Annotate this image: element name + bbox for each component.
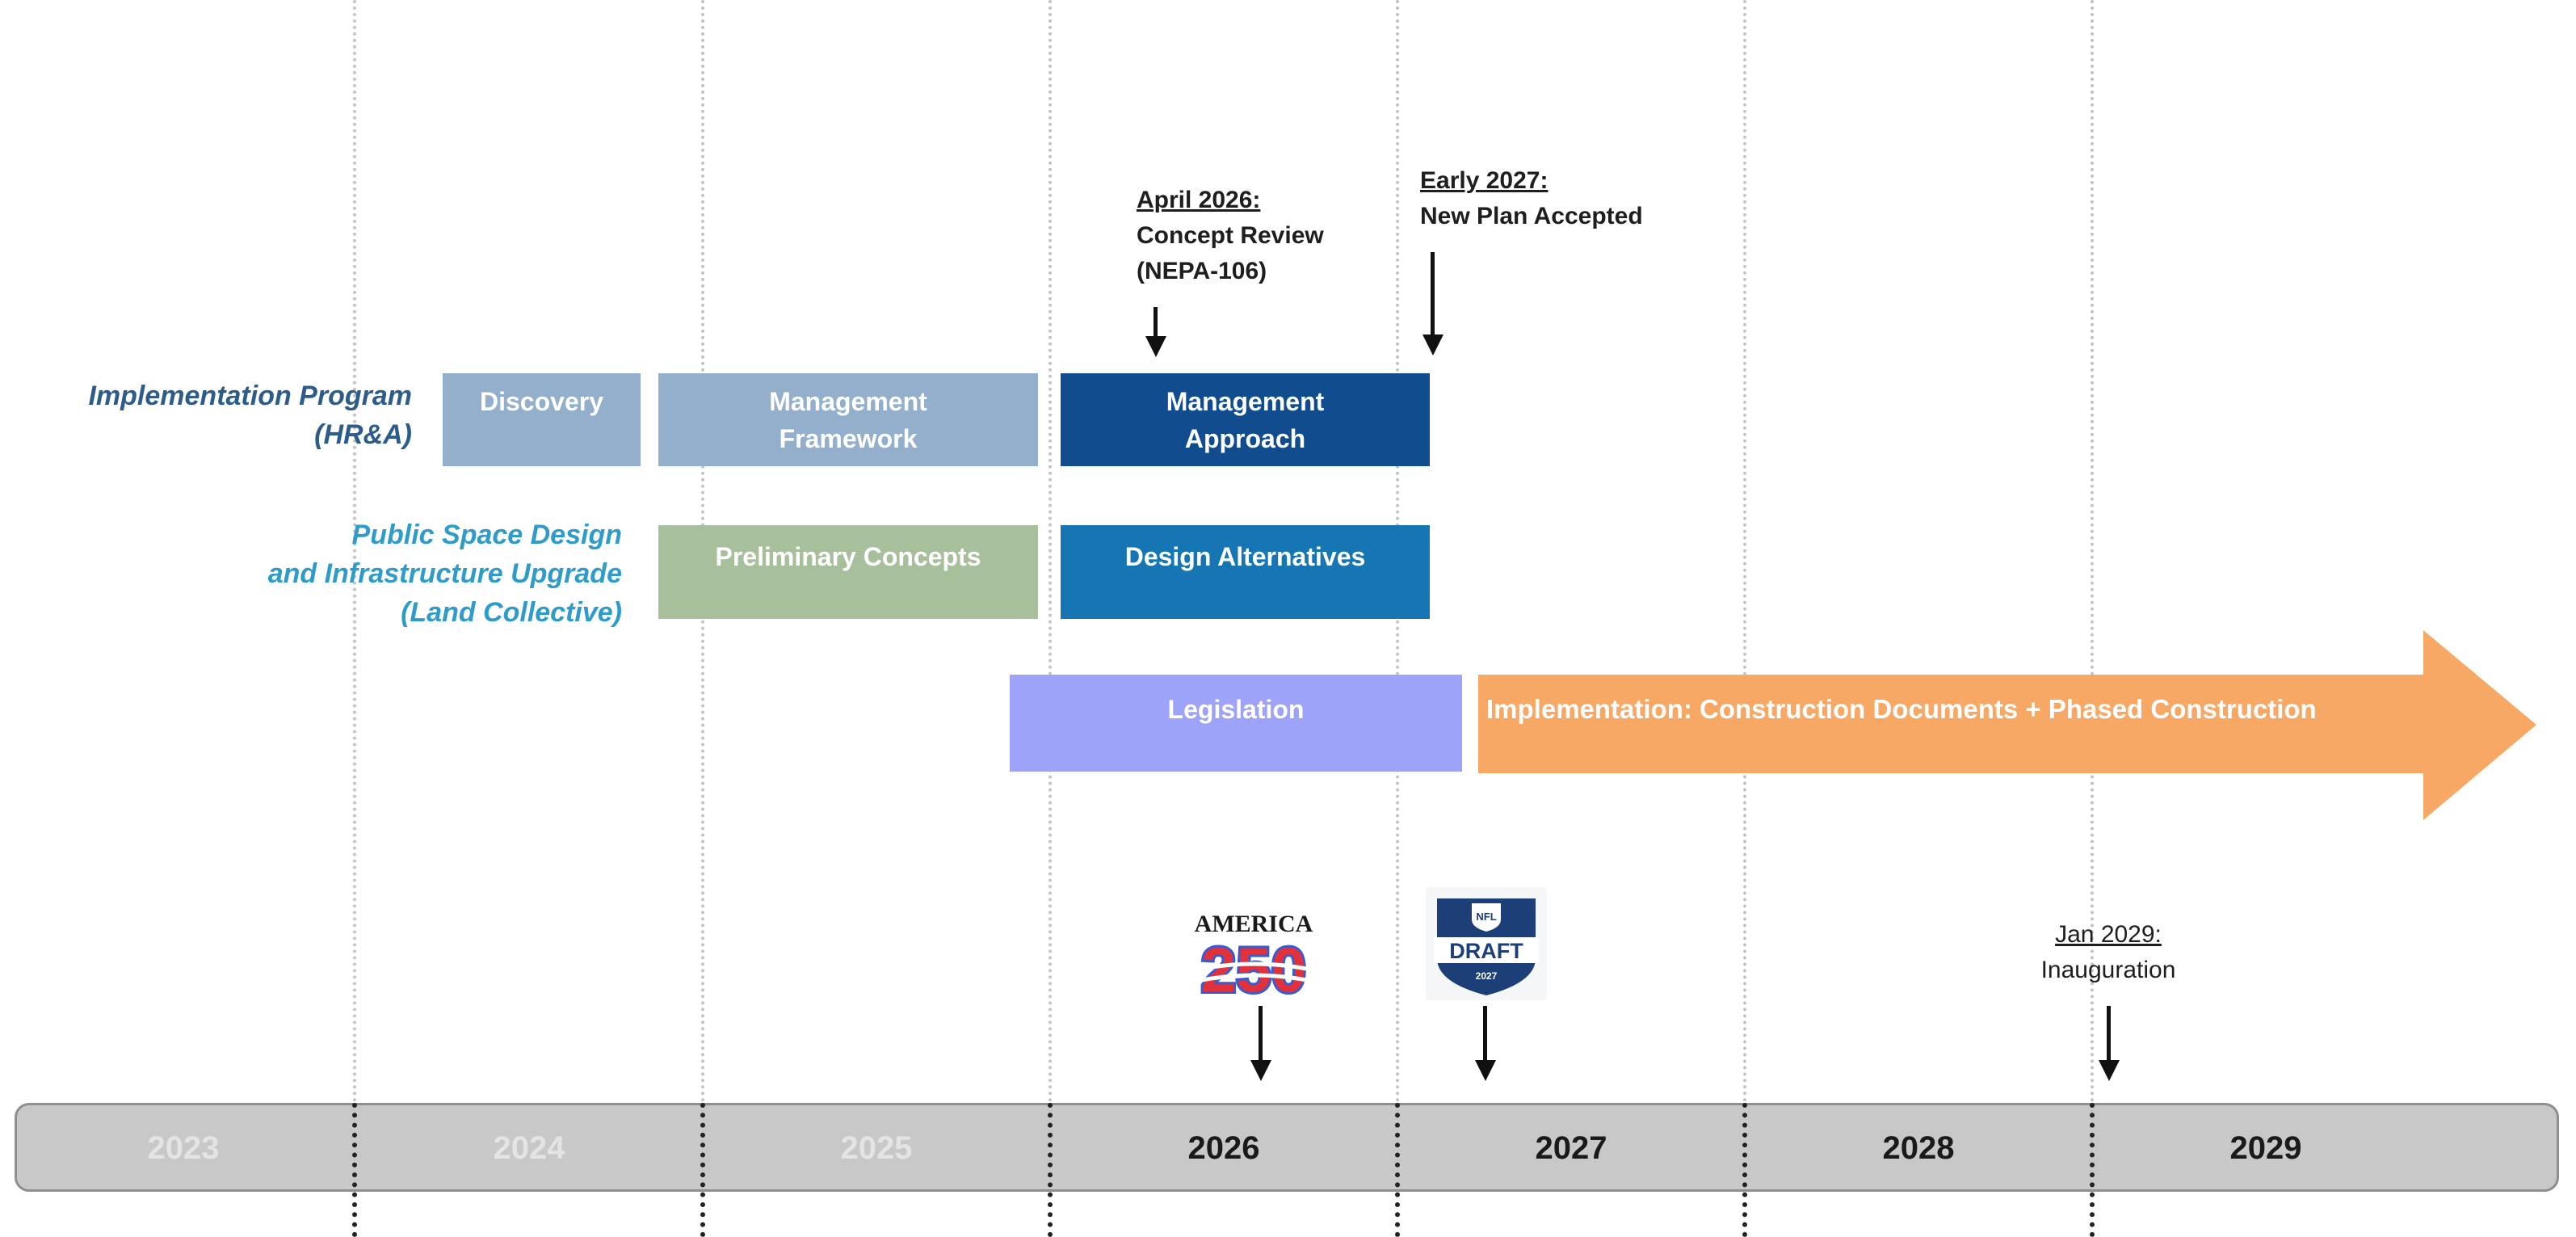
america250-logo: AMERICA 250 250	[1193, 911, 1316, 1006]
milestone-text: New Plan Accepted	[1420, 203, 1643, 229]
arrow-head	[1475, 1060, 1496, 1081]
bar-discovery: Discovery	[443, 373, 641, 466]
milestone-date: Early 2027:	[1420, 167, 1549, 194]
lane-label-line: and Infrastructure Upgrade	[267, 558, 622, 589]
year-2023: 2023	[147, 1130, 220, 1166]
bar-design-alternatives: Design Alternatives	[1061, 525, 1430, 619]
divider-2023-2024	[353, 0, 356, 1103]
lane-label-line: (HR&A)	[314, 419, 412, 450]
milestone-text: Concept Review	[1137, 222, 1324, 249]
timeline-divider	[2090, 1103, 2095, 1237]
divider-2027-2028	[1743, 0, 1746, 1103]
timeline-divider	[1742, 1103, 1747, 1237]
timeline-divider	[1048, 1103, 1053, 1237]
bar-label: Discovery	[480, 387, 603, 416]
bar-management-framework: Management Framework	[658, 373, 1038, 466]
arrow-head	[1250, 1060, 1271, 1081]
year-2024: 2024	[493, 1130, 565, 1166]
bar-label: Preliminary Concepts	[715, 542, 981, 571]
bar-label: Approach	[1184, 423, 1306, 453]
year-2027: 2027	[1535, 1130, 1607, 1166]
arrow-head	[1145, 336, 1166, 357]
milestone-arrow-nfl-draft	[1483, 1006, 1487, 1062]
timeline-divider	[352, 1103, 357, 1237]
lane-label-line: Implementation Program	[88, 381, 412, 411]
year-2026: 2026	[1187, 1130, 1260, 1166]
nfl-draft-word: DRAFT	[1449, 939, 1523, 963]
lane-label-line: Public Space Design	[351, 520, 622, 550]
america250-logo-number: 250	[1201, 934, 1306, 1005]
bar-label: Legislation	[1167, 695, 1305, 724]
bar-label: Management	[1166, 386, 1325, 416]
milestone-arrow-april-2026	[1154, 307, 1158, 339]
bar-legislation: Legislation	[1010, 675, 1462, 772]
year-timeline-bar	[15, 1103, 2559, 1192]
milestone-date: Jan 2029:	[2055, 921, 2162, 948]
america250-logo-number-shadow: 250	[1201, 934, 1306, 1005]
milestone-early-2027: Early 2027: New Plan Accepted	[1420, 163, 1643, 234]
year-2028: 2028	[1882, 1130, 1955, 1166]
implementation-arrow-shape	[1478, 630, 2536, 820]
bar-label: Management	[769, 386, 927, 416]
bar-label: Design Alternatives	[1124, 542, 1366, 571]
milestone-arrow-early-2027	[1431, 252, 1435, 337]
year-2025: 2025	[840, 1130, 913, 1166]
timeline-divider	[700, 1103, 705, 1237]
milestone-text: Inauguration	[2040, 957, 2176, 983]
year-2029: 2029	[2229, 1130, 2302, 1166]
arrow-head	[1422, 334, 1443, 356]
bar-label: Implementation: Construction Documents +…	[1486, 694, 2317, 724]
milestone-arrow-jan-2029	[2107, 1006, 2111, 1062]
timeline-divider	[1395, 1103, 1400, 1237]
lane-label-implementation-program: Implementation Program (HR&A)	[16, 377, 412, 454]
divider-2025-2026	[1048, 0, 1052, 1103]
implementation-arrow	[1478, 630, 2536, 820]
nfl-draft-shield-text: NFL	[1476, 911, 1496, 923]
america250-logo-text: AMERICA	[1195, 911, 1313, 937]
lane-label-line: (Land Collective)	[401, 597, 622, 628]
divider-2028-2029	[2091, 0, 2094, 1103]
nfl-draft-year: 2027	[1476, 970, 1498, 982]
milestone-jan-2029: Jan 2029: Inauguration	[1995, 917, 2221, 988]
arrow-head	[2099, 1060, 2120, 1081]
bar-preliminary-concepts: Preliminary Concepts	[658, 525, 1038, 619]
milestone-april-2026: April 2026: Concept Review (NEPA-106)	[1137, 183, 1324, 289]
milestone-date: April 2026:	[1137, 187, 1261, 213]
milestone-text: (NEPA-106)	[1137, 258, 1267, 284]
bar-implementation-label: Implementation: Construction Documents +…	[1486, 675, 2431, 772]
milestone-arrow-america250	[1259, 1006, 1263, 1062]
bar-label: Framework	[779, 423, 918, 453]
nfl-draft-logo: NFL DRAFT 2027	[1426, 887, 1547, 1000]
bar-management-approach: Management Approach	[1061, 373, 1430, 466]
lane-label-public-space: Public Space Design and Infrastructure U…	[81, 515, 622, 632]
